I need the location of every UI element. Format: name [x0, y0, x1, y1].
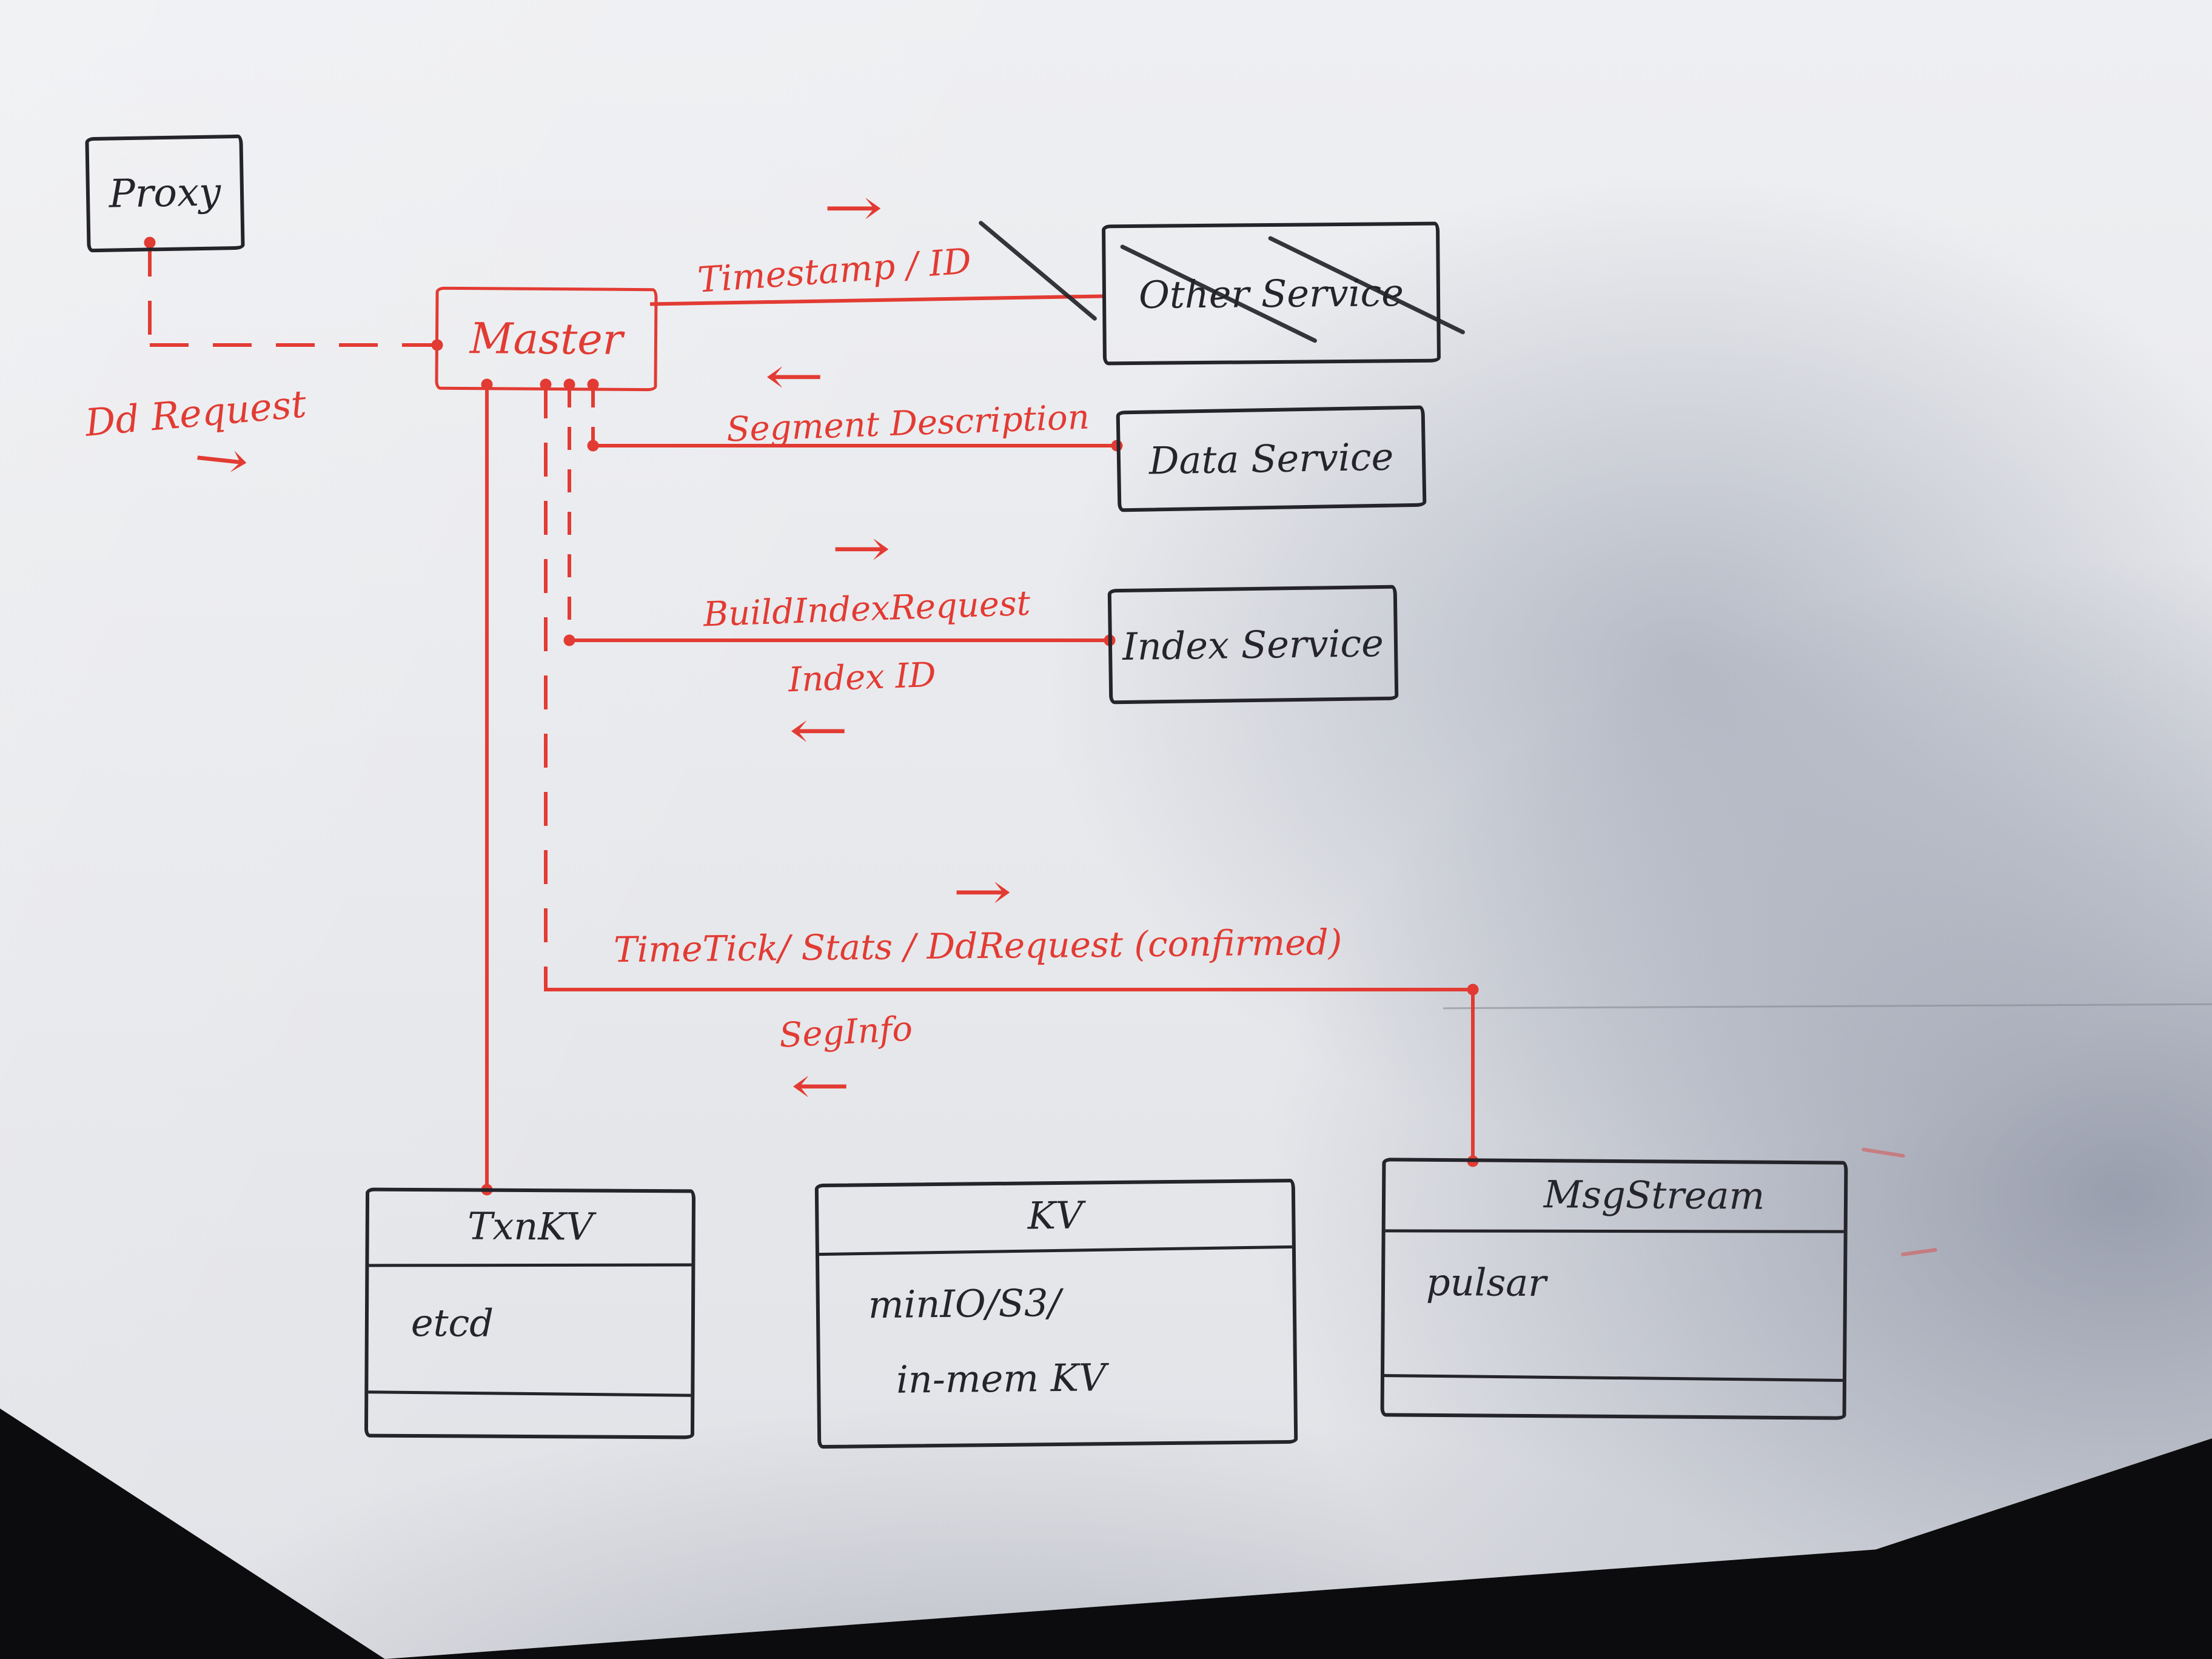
- arrow-right-icon: →: [189, 426, 255, 492]
- table-divider: [1385, 1229, 1844, 1233]
- proxy-master-connector-horizontal: [150, 343, 437, 347]
- master-data-service-drop: [591, 384, 595, 446]
- node-data-service: Data Service: [1116, 405, 1427, 512]
- master-msgstream-drop: [544, 384, 548, 990]
- node-txn-kv-body: etcd: [411, 1300, 494, 1346]
- arrow-right-icon: →: [831, 518, 891, 578]
- node-msg-stream-body: pulsar: [1426, 1259, 1547, 1305]
- master-index-service-drop: [568, 384, 571, 642]
- junction-dot: [431, 339, 443, 351]
- table-divider: [1384, 1374, 1843, 1382]
- junction-dot: [563, 378, 575, 390]
- junction-dot: [481, 1184, 493, 1196]
- junction-dot: [1467, 1155, 1479, 1167]
- master-txnkv-connector: [485, 384, 489, 1191]
- junction-dot: [563, 634, 575, 646]
- proxy-master-connector-vertical: [148, 243, 152, 347]
- junction-dot: [1104, 634, 1116, 646]
- node-index-service: Index Service: [1107, 585, 1399, 705]
- arrow-right-icon: →: [823, 178, 883, 237]
- junction-dot: [144, 236, 156, 249]
- label-timetick-stats-ddrequest: TimeTick/ Stats / DdRequest (confirmed): [613, 921, 1342, 971]
- arrow-left-icon: ←: [790, 1056, 851, 1115]
- junction-dot: [540, 378, 552, 390]
- node-other-service-label: Other Service: [1138, 270, 1404, 317]
- node-kv-body-line2: in-mem KV: [896, 1355, 1107, 1402]
- master-msgstream-connector-horizontal: [544, 988, 1475, 991]
- table-divider: [368, 1390, 691, 1397]
- node-proxy: Proxy: [85, 134, 245, 253]
- table-divider: [369, 1263, 692, 1267]
- node-txn-kv: TxnKV etcd: [364, 1187, 696, 1439]
- arrow-left-icon: ←: [788, 700, 849, 760]
- junction-dot: [587, 440, 599, 452]
- master-msgstream-connector-vertical: [1471, 988, 1475, 1163]
- label-seg-info: SegInfo: [778, 1009, 914, 1056]
- node-kv-body-line1: minIO/S3/: [868, 1280, 1061, 1327]
- arrow-right-icon: →: [952, 862, 1013, 921]
- node-master: Master: [435, 286, 658, 392]
- junction-dot: [1467, 984, 1479, 996]
- node-master-label: Master: [469, 313, 623, 364]
- node-data-service-label: Data Service: [1148, 434, 1394, 483]
- label-index-id: Index ID: [787, 655, 937, 700]
- master-index-service-connector: [568, 638, 1110, 642]
- node-msg-stream-title: MsgStream: [1543, 1172, 1765, 1218]
- table-divider: [819, 1245, 1292, 1256]
- junction-dot: [587, 378, 599, 390]
- junction-dot: [1111, 440, 1123, 452]
- master-data-service-connector: [591, 444, 1117, 447]
- node-kv-title: KV: [1027, 1193, 1084, 1238]
- node-other-service: Other Service: [1101, 221, 1441, 366]
- arrow-left-icon: ←: [764, 346, 825, 406]
- node-index-service-label: Index Service: [1122, 620, 1384, 669]
- node-msg-stream: MsgStream pulsar: [1380, 1158, 1848, 1420]
- node-txn-kv-title: TxnKV: [467, 1204, 594, 1249]
- node-proxy-label: Proxy: [109, 170, 221, 217]
- node-kv: KV minIO/S3/ in-mem KV: [814, 1178, 1298, 1449]
- junction-dot: [481, 378, 493, 390]
